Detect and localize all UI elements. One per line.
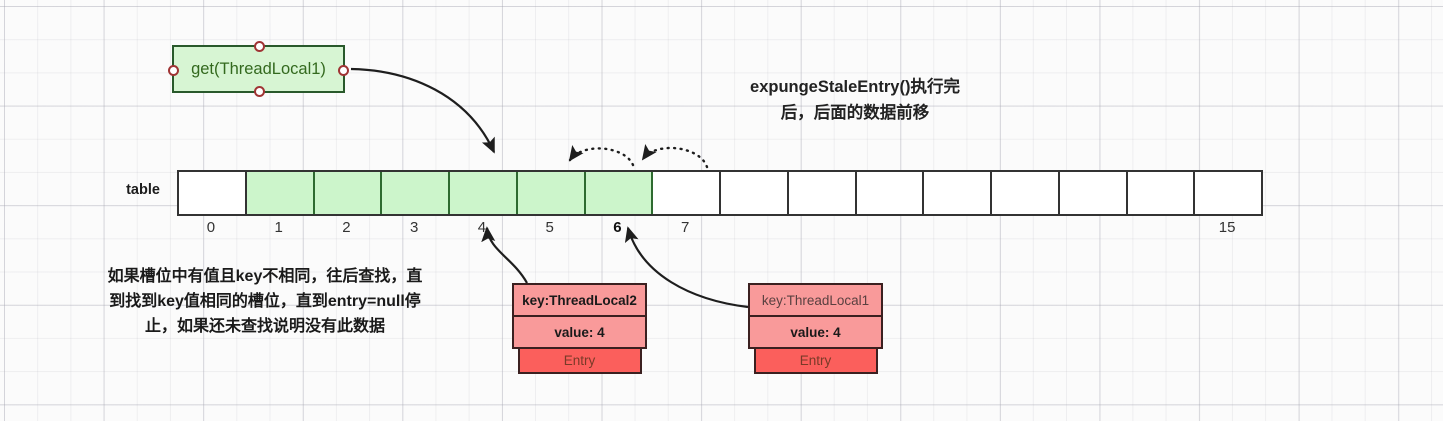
- entry-value-field: value: 4: [748, 315, 883, 349]
- connection-handle-left[interactable]: [168, 65, 179, 76]
- table-cell-5[interactable]: [517, 172, 586, 214]
- table-array: [177, 170, 1263, 216]
- diagram-title-line-2: 后，后面的数据前移: [780, 103, 930, 122]
- connection-handle-right[interactable]: [338, 65, 349, 76]
- table-index-label-11: [922, 219, 990, 241]
- table-cell-3[interactable]: [382, 172, 450, 214]
- table-index-label-12: [990, 219, 1058, 241]
- entry-box-threadlocal1[interactable]: key:ThreadLocal1 value: 4 Entry: [748, 283, 883, 374]
- table-index-label-1: 1: [274, 219, 283, 236]
- entry-box-threadlocal2[interactable]: key:ThreadLocal2 value: 4 Entry: [512, 283, 647, 374]
- table-label: table: [126, 182, 160, 198]
- table-cell-14[interactable]: [1127, 172, 1196, 214]
- table-cell-10[interactable]: [856, 172, 925, 214]
- connection-handle-bottom[interactable]: [254, 86, 265, 97]
- table-index-row: 0 1 2 3 4 5 6 7 15: [177, 219, 1261, 241]
- table-cell-1[interactable]: [246, 172, 315, 214]
- table-cell-12[interactable]: [992, 172, 1060, 214]
- table-cell-2[interactable]: [314, 172, 383, 214]
- entry-type-label: Entry: [753, 347, 878, 374]
- table-index-label-9: [787, 219, 855, 241]
- table-cell-15[interactable]: [1195, 172, 1263, 214]
- table-index-label-2: 2: [342, 219, 351, 236]
- table-index-label-3: 3: [409, 219, 419, 236]
- table-cell-11[interactable]: [924, 172, 992, 214]
- table-cell-8[interactable]: [721, 172, 789, 214]
- table-index-label-14: [1126, 219, 1194, 241]
- table-index-label-5: 5: [545, 219, 554, 236]
- get-call-label: get(ThreadLocal1): [191, 59, 326, 78]
- table-cell-6[interactable]: [585, 172, 654, 214]
- lookup-note-line-2: 到找到key值相同的槽位，直到entry=null停: [109, 292, 421, 310]
- table-cell-7[interactable]: [653, 172, 721, 214]
- table-cell-4[interactable]: [450, 172, 518, 214]
- lookup-note-line-3: 止，如果还未查找说明没有此数据: [144, 317, 385, 335]
- lookup-note: 如果槽位中有值且key不相同，往后查找，直 到找到key值相同的槽位，直到ent…: [40, 265, 490, 339]
- table-index-label-10: [855, 219, 923, 241]
- entry-type-label: Entry: [517, 347, 642, 374]
- table-cell-13[interactable]: [1059, 172, 1128, 214]
- connection-handle-top[interactable]: [254, 41, 265, 52]
- diagram-title: expungeStaleEntry()执行完 后，后面的数据前移: [690, 75, 1020, 126]
- connector-get-call-to-slot-4: [350, 67, 496, 154]
- connector-shift-arc-7-to-6: [641, 144, 709, 169]
- table-index-label-7: 7: [680, 219, 690, 236]
- table-index-label-13: [1058, 219, 1126, 241]
- diagram-title-line-1: expungeStaleEntry()执行完: [750, 78, 960, 96]
- table-index-label-6: 6: [613, 219, 622, 236]
- get-call-box[interactable]: get(ThreadLocal1): [168, 41, 349, 97]
- table-index-label-8: [719, 219, 787, 241]
- lookup-note-line-1: 如果槽位中有值且key不相同，往后查找，直: [107, 268, 423, 285]
- entry-key-field: key:ThreadLocal2: [512, 283, 647, 317]
- connector-shift-arc-6-to-5: [568, 145, 635, 167]
- entry-key-field: key:ThreadLocal1: [748, 283, 883, 317]
- table-index-label-4: 4: [477, 219, 487, 236]
- table-cell-0[interactable]: [179, 172, 247, 214]
- table-index-label-0: 0: [206, 219, 216, 236]
- table-index-label-15: 15: [1218, 219, 1236, 236]
- entry-value-field: value: 4: [512, 315, 647, 349]
- table-cell-9[interactable]: [788, 172, 857, 214]
